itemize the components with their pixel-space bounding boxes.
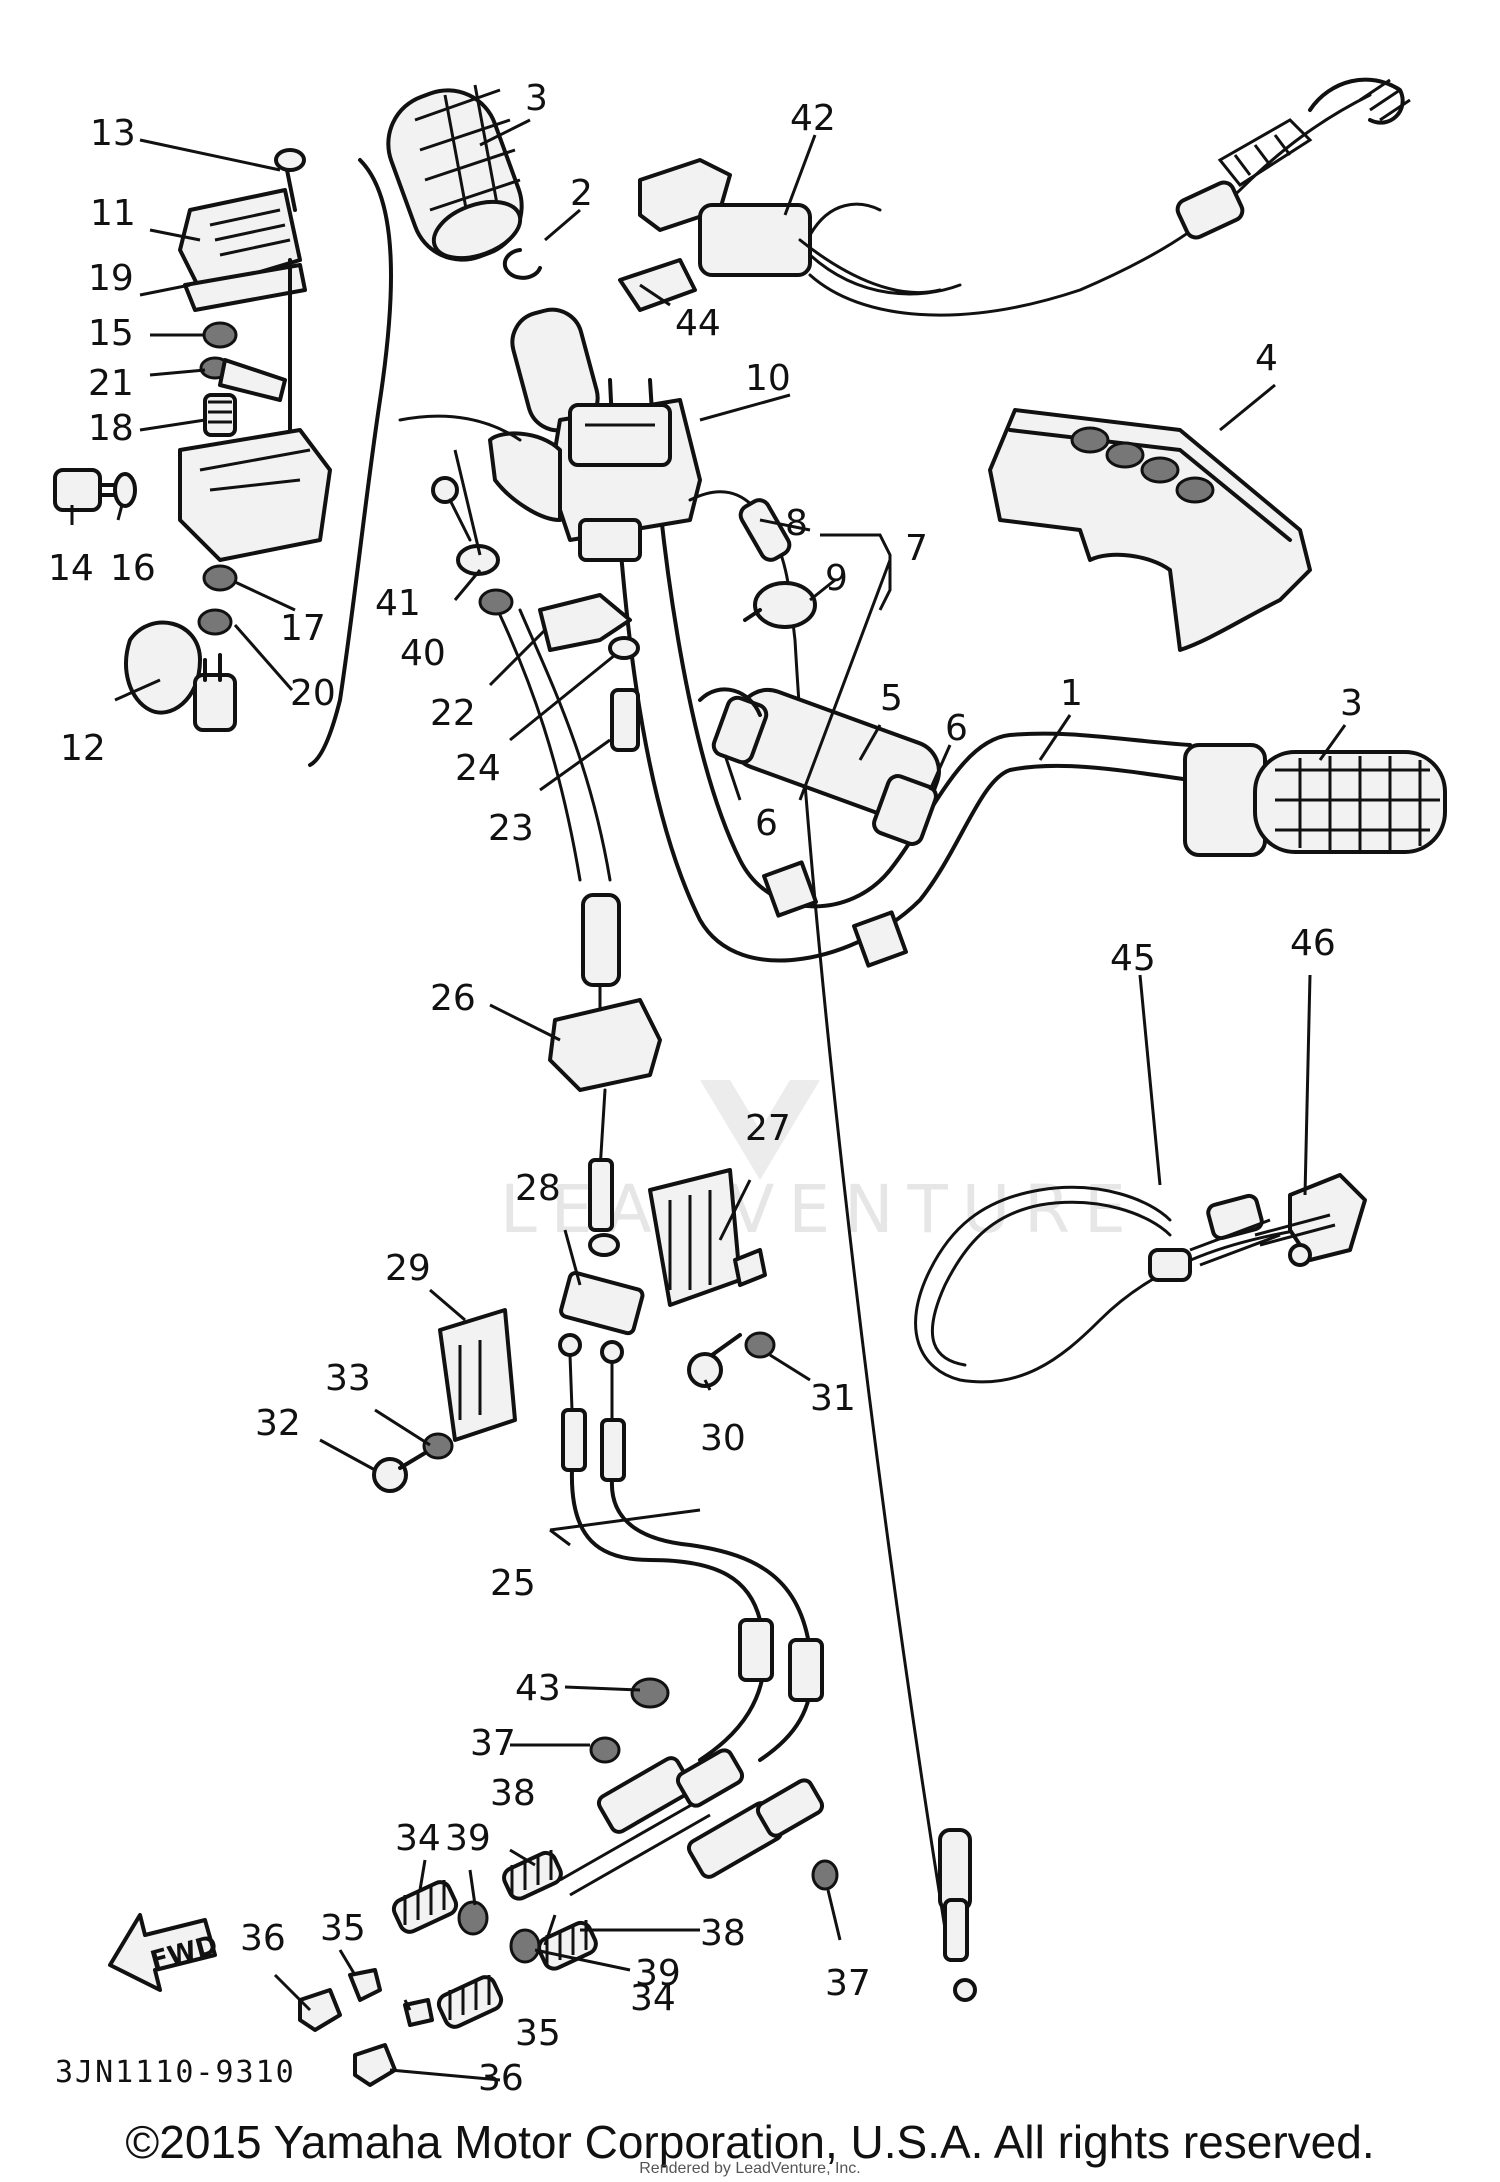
callout-37-bottom: 37: [825, 1963, 871, 2004]
callout-12: 12: [60, 728, 106, 769]
cable-holder: [548, 983, 662, 1257]
cable-joint-28: [559, 1270, 645, 1336]
callout-7: 7: [905, 528, 928, 569]
circlip: [502, 248, 542, 280]
callout-38-top: 38: [490, 1773, 536, 1814]
cable-adjusters: [559, 1677, 839, 1897]
handlebar: [608, 378, 1192, 968]
callout-20: 20: [290, 673, 336, 714]
throttle-cables-25: [558, 1333, 824, 1762]
callout-6-left: 6: [755, 803, 778, 844]
callout-31: 31: [810, 1378, 856, 1419]
callout-36-top: 36: [240, 1918, 286, 1959]
callout-39-top: 39: [445, 1818, 491, 1859]
watermark-logo: [700, 1080, 820, 1180]
callout-6-right: 6: [945, 708, 968, 749]
callout-23: 23: [488, 808, 534, 849]
callout-2: 2: [570, 173, 593, 214]
copyright-notice: ©2015 Yamaha Motor Corporation, U.S.A. A…: [125, 2116, 1375, 2168]
leader-lines: [70, 118, 1347, 2082]
callout-45: 45: [1110, 938, 1156, 979]
left-grip: [386, 84, 524, 262]
group-bracket: [308, 158, 393, 767]
callout-42: 42: [790, 98, 836, 139]
callout-3-left: 3: [525, 78, 548, 119]
callout-24: 24: [455, 748, 501, 789]
callout-28: 28: [515, 1168, 561, 1209]
left-switch-exploded: [53, 148, 332, 732]
callout-44: 44: [675, 303, 721, 344]
cable-joint: [753, 581, 817, 629]
carburetor-top: [648, 1168, 767, 1307]
right-grip: [1183, 743, 1447, 857]
screws: [372, 1331, 776, 1493]
callout-21: 21: [88, 363, 134, 404]
callout-18: 18: [88, 408, 134, 449]
callout-10: 10: [745, 358, 791, 399]
callout-46: 46: [1290, 923, 1336, 964]
callout-33: 33: [325, 1358, 371, 1399]
callout-30: 30: [700, 1418, 746, 1459]
callout-22: 22: [430, 693, 476, 734]
rendered-by-notice: Rendered by LeadVenture, Inc.: [639, 2160, 861, 2177]
callout-43: 43: [515, 1668, 561, 1709]
cable-guide: [698, 687, 941, 846]
callout-39-bottom: 39: [635, 1953, 681, 1994]
callout-14: 14: [48, 548, 94, 589]
callout-40: 40: [400, 633, 446, 674]
plate: [438, 1308, 517, 1442]
switch-assembly: [618, 77, 1411, 317]
handlebar-cover: [988, 408, 1312, 652]
callout-29: 29: [385, 1248, 431, 1289]
callout-11: 11: [90, 193, 136, 234]
callout-1: 1: [1060, 673, 1083, 714]
callout-25: 25: [490, 1563, 536, 1604]
callout-5: 5: [880, 678, 903, 719]
callout-37-top: 37: [470, 1723, 516, 1764]
handlebar-band: [762, 860, 818, 918]
callout-26: 26: [430, 978, 476, 1019]
callout-38-bottom: 38: [700, 1913, 746, 1954]
callout-17: 17: [280, 608, 326, 649]
callout-19: 19: [88, 258, 134, 299]
callout-4: 4: [1255, 338, 1278, 379]
callout-27: 27: [745, 1108, 791, 1149]
callout-16: 16: [110, 548, 156, 589]
springs-and-nuts: [298, 1850, 598, 2087]
callout-34-top: 34: [395, 1818, 441, 1859]
throttle-cable: [398, 414, 640, 987]
callout-8: 8: [785, 503, 808, 544]
callout-36-bottom: 36: [478, 2058, 524, 2099]
callout-9: 9: [825, 558, 848, 599]
handlebar-band-2: [852, 910, 908, 968]
fwd-arrow-icon: FWD: [108, 1913, 221, 1992]
callout-3-right: 3: [1340, 683, 1363, 724]
throttle-housing: [488, 398, 702, 562]
callout-32: 32: [255, 1403, 301, 1444]
callout-15: 15: [88, 313, 134, 354]
diagram-part-code: 3JN1110-9310: [55, 2055, 296, 2090]
choke-cable: [914, 1173, 1367, 1384]
callout-numbers: 1 2 3 3 4 5 6 6 7 8 9 10 11 12 13 14 15 …: [48, 78, 1363, 2099]
callout-13: 13: [90, 113, 136, 154]
callout-35-bottom: 35: [515, 2013, 561, 2054]
callout-35-top: 35: [320, 1908, 366, 1949]
callout-41: 41: [375, 583, 421, 624]
callout-34-bottom: 34: [630, 1978, 676, 2019]
